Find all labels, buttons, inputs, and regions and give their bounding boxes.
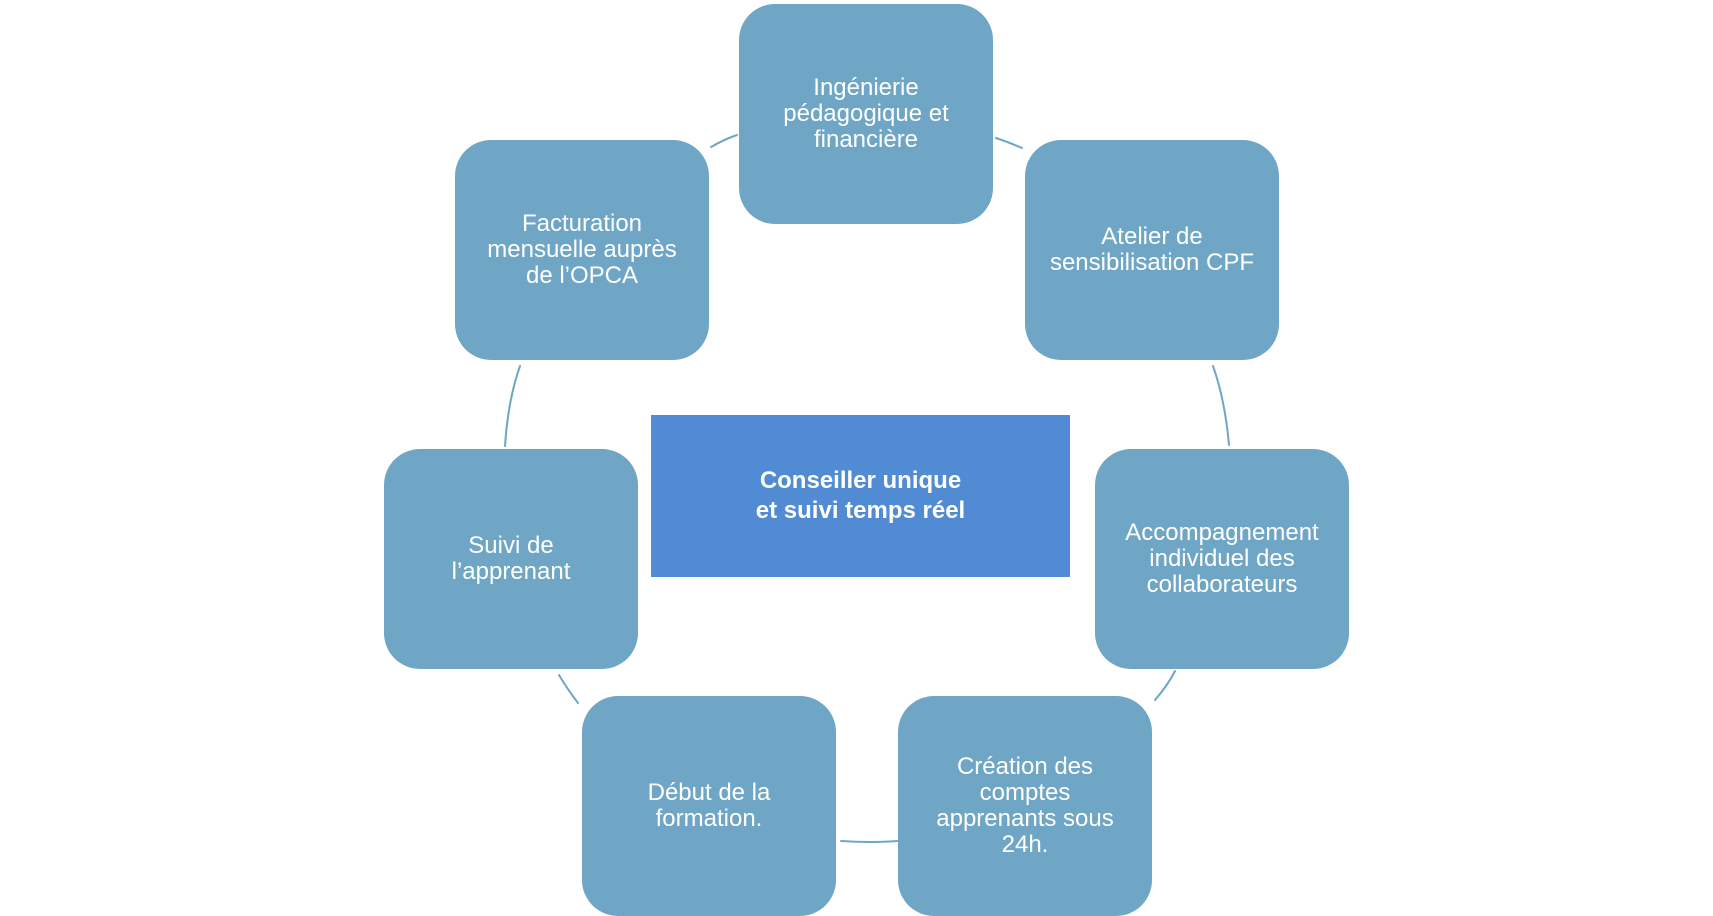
center-label: Conseiller unique et suivi temps réel: [755, 467, 966, 524]
cycle-step-atelier: Atelier de sensibilisation CPF: [1025, 140, 1279, 360]
cycle-step-label: Facturation mensuelle auprès de l’OPCA: [487, 210, 677, 289]
connector-1-2: [995, 137, 1023, 149]
cycle-step-label: Début de la formation.: [647, 779, 771, 832]
cycle-step-label: Suivi de l’apprenant: [451, 532, 571, 585]
connector-4-5: [840, 840, 899, 843]
cycle-step-label: Atelier de sensibilisation CPF: [1049, 223, 1255, 276]
cycle-step-accompagnement: Accompagnement individuel des collaborat…: [1095, 449, 1349, 669]
cycle-step-label: Accompagnement individuel des collaborat…: [1125, 519, 1319, 598]
cycle-step-debut-formation: Début de la formation.: [582, 696, 836, 916]
center-box: Conseiller unique et suivi temps réel: [651, 415, 1070, 577]
cycle-step-label: Création des comptes apprenants sous 24h…: [936, 753, 1114, 858]
connector-7-1: [710, 134, 738, 148]
cycle-step-ingenierie: Ingénierie pédagogique et financière: [739, 4, 993, 224]
cycle-step-creation-comptes: Création des comptes apprenants sous 24h…: [898, 696, 1152, 916]
cycle-step-label: Ingénierie pédagogique et financière: [783, 74, 949, 153]
connector-6-7: [504, 365, 521, 447]
connector-2-3: [1212, 365, 1230, 446]
connector-5-6: [558, 674, 579, 704]
cycle-step-facturation: Facturation mensuelle auprès de l’OPCA: [455, 140, 709, 360]
cycle-step-suivi-apprenant: Suivi de l’apprenant: [384, 449, 638, 669]
connector-3-4: [1154, 670, 1176, 701]
